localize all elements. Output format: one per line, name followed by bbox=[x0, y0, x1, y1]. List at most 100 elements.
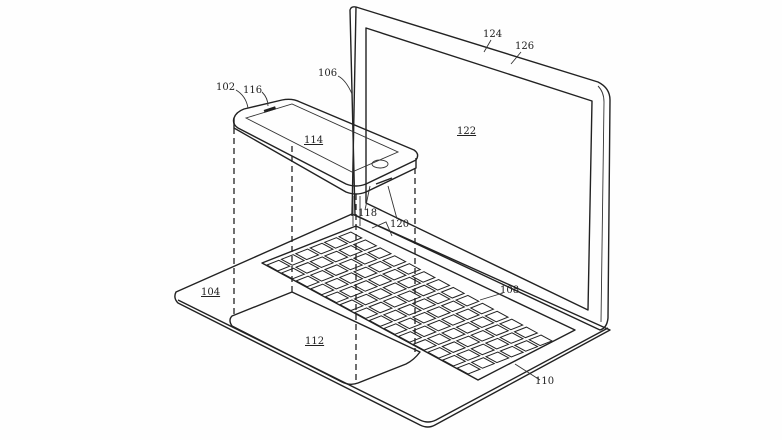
keyboard-key bbox=[309, 269, 335, 282]
keyboard-key bbox=[353, 293, 379, 306]
keyboard-key bbox=[426, 346, 452, 359]
keyboard-key bbox=[426, 333, 452, 346]
label-110: 110 bbox=[535, 376, 554, 387]
keyboard-key bbox=[470, 343, 496, 356]
keyboard-key bbox=[470, 357, 496, 369]
keyboard-key bbox=[425, 279, 451, 291]
keyboard-key bbox=[280, 254, 306, 266]
keyboard-key bbox=[484, 324, 510, 336]
laptop-screen bbox=[365, 27, 593, 311]
keyboard-key bbox=[382, 296, 408, 308]
keyboard-key bbox=[280, 267, 306, 280]
keyboard-key bbox=[469, 302, 495, 315]
keyboard-key bbox=[294, 248, 320, 261]
keyboard-key bbox=[440, 327, 467, 340]
keyboard-key bbox=[411, 325, 437, 338]
keyboard-key bbox=[513, 340, 539, 352]
keyboard-key bbox=[309, 256, 335, 269]
label-114: 114 bbox=[304, 135, 323, 146]
keyboard-key bbox=[455, 308, 481, 321]
keyboard-key bbox=[455, 335, 481, 348]
keyboard-key bbox=[441, 341, 467, 353]
keyboard-key bbox=[367, 247, 393, 259]
keyboard-key bbox=[338, 245, 364, 257]
keyboard-key bbox=[469, 329, 496, 342]
keyboard-key bbox=[440, 314, 466, 326]
keyboard-key bbox=[410, 271, 437, 283]
keyboard-key bbox=[294, 262, 320, 274]
keyboard-key bbox=[324, 291, 350, 304]
keyboard-key bbox=[381, 255, 407, 267]
projection-lines bbox=[233, 128, 416, 380]
label-104: 104 bbox=[201, 287, 220, 298]
keyboard-key bbox=[440, 300, 466, 313]
keyboard-key bbox=[440, 286, 466, 299]
keyboard-key bbox=[382, 282, 408, 295]
keyboard-key bbox=[382, 323, 408, 335]
keyboard-key bbox=[265, 259, 291, 272]
keyboard-key bbox=[484, 310, 510, 323]
reference-labels: 102 116 106 124 126 114 122 118 120 104 … bbox=[201, 29, 554, 387]
keyboard-key bbox=[426, 319, 452, 332]
keyboard-key bbox=[338, 299, 365, 312]
label-126: 126 bbox=[515, 41, 534, 52]
home-button bbox=[371, 159, 389, 169]
keyboard-key bbox=[441, 354, 467, 367]
keyboard-key bbox=[382, 309, 408, 322]
keyboard-key bbox=[426, 306, 452, 318]
keyboard-key bbox=[412, 339, 438, 351]
keyboard-key bbox=[456, 362, 482, 375]
keyboard-key bbox=[352, 266, 378, 279]
label-102: 102 bbox=[216, 82, 235, 93]
label-116: 116 bbox=[243, 85, 262, 96]
label-122: 122 bbox=[457, 126, 476, 137]
label-108: 108 bbox=[500, 285, 519, 296]
keyboard-key bbox=[295, 275, 321, 288]
label-106: 106 bbox=[318, 68, 337, 79]
keyboard-key bbox=[368, 301, 394, 314]
keyboard-key bbox=[352, 252, 378, 265]
keyboard-key bbox=[368, 315, 394, 327]
keyboard-key bbox=[367, 288, 393, 300]
keyboard-key bbox=[499, 332, 525, 344]
keyboard-area bbox=[261, 225, 576, 381]
phone-connector bbox=[375, 177, 393, 185]
trackpad-recess bbox=[229, 291, 421, 385]
keyboard-key bbox=[513, 326, 539, 339]
speaker-slot bbox=[263, 106, 277, 113]
keyboard-key bbox=[484, 351, 510, 364]
label-124: 124 bbox=[483, 29, 502, 40]
keyboard-key bbox=[338, 285, 364, 298]
keyboard-key bbox=[309, 283, 335, 296]
keyboard-key bbox=[323, 250, 349, 263]
keyboard-key bbox=[411, 284, 437, 297]
keyboard-keys bbox=[265, 231, 554, 375]
keyboard-key bbox=[454, 294, 480, 307]
label-120: 120 bbox=[390, 219, 409, 230]
phone-screen bbox=[244, 103, 400, 173]
keyboard-key bbox=[411, 298, 437, 310]
keyboard-key bbox=[397, 331, 423, 343]
keyboard-key bbox=[323, 264, 349, 276]
connector-port bbox=[371, 221, 393, 237]
keyboard-key bbox=[367, 260, 393, 273]
keyboard-key bbox=[396, 276, 422, 289]
keyboard-key bbox=[498, 318, 524, 331]
keyboard-key bbox=[411, 311, 437, 324]
keyboard-key bbox=[323, 237, 349, 249]
laptop-base bbox=[174, 213, 611, 428]
keyboard-key bbox=[338, 272, 364, 284]
phone bbox=[232, 98, 419, 195]
keyboard-key bbox=[309, 242, 335, 255]
keyboard-key bbox=[499, 345, 525, 358]
keyboard-key bbox=[324, 277, 350, 290]
keyboard-key bbox=[455, 349, 481, 361]
keyboard-key bbox=[381, 268, 408, 281]
leader-lines bbox=[235, 39, 541, 381]
keyboard-key bbox=[353, 280, 379, 292]
keyboard-key bbox=[528, 334, 554, 347]
keyboard-key bbox=[469, 316, 495, 329]
label-118: 118 bbox=[358, 208, 377, 219]
